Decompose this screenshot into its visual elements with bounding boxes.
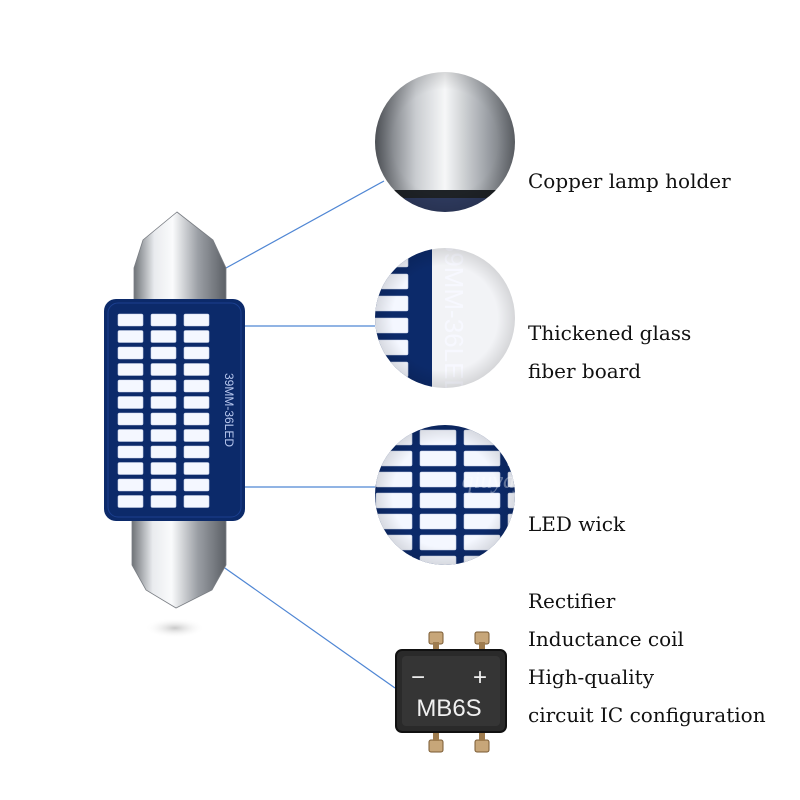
led-chip bbox=[117, 330, 144, 343]
led-chip bbox=[150, 495, 177, 508]
bottom-copper-cap bbox=[131, 519, 227, 609]
pcb-print: 39MM-36LED bbox=[222, 373, 236, 447]
led-chip bbox=[117, 478, 144, 492]
led-chip bbox=[183, 346, 210, 360]
led-chip bbox=[150, 363, 177, 376]
led-chip bbox=[183, 396, 210, 409]
led-chip bbox=[117, 412, 144, 426]
led-chip bbox=[183, 429, 210, 442]
led-chip bbox=[117, 445, 144, 459]
led-chip bbox=[375, 383, 409, 388]
led-chip bbox=[150, 396, 177, 409]
chip-plus: + bbox=[473, 664, 487, 691]
chip-name: MB6S bbox=[416, 695, 481, 722]
label-copper-lamp-holder: Copper lamp holder bbox=[528, 169, 731, 193]
led-chip bbox=[117, 379, 144, 393]
glass-fiber-board-closeup: 39MM-36LED bbox=[375, 248, 515, 388]
led-chip bbox=[183, 478, 210, 492]
led-chip bbox=[150, 379, 177, 393]
led-chip bbox=[150, 462, 177, 475]
led-chip bbox=[375, 555, 413, 565]
label-led-wick: LED wick bbox=[528, 512, 626, 536]
led-chip bbox=[150, 445, 177, 459]
copper-holder-closeup bbox=[375, 72, 515, 212]
chip-minus: − bbox=[411, 664, 425, 691]
led-chip bbox=[117, 313, 144, 327]
led-chip bbox=[150, 330, 177, 343]
led-chip bbox=[117, 429, 144, 442]
top-copper-cap bbox=[133, 211, 227, 303]
led-chip bbox=[150, 313, 177, 327]
bulb-shadow bbox=[145, 618, 205, 638]
led-chip bbox=[183, 495, 210, 508]
led-chip bbox=[183, 363, 210, 376]
bulb-led-array bbox=[117, 313, 210, 508]
led-chip bbox=[117, 495, 144, 508]
led-chip bbox=[117, 396, 144, 409]
led-chip bbox=[117, 346, 144, 360]
led-chip bbox=[117, 462, 144, 475]
label-glass-fiber-board: Thickened glass fiber board bbox=[528, 321, 692, 383]
led-chip bbox=[183, 445, 210, 459]
watermark: qiuyajing. bbox=[462, 468, 559, 494]
led-chip bbox=[183, 462, 210, 475]
led-chip bbox=[117, 363, 144, 376]
led-chip bbox=[150, 429, 177, 442]
led-chip bbox=[150, 412, 177, 426]
led-chip bbox=[507, 429, 515, 446]
led-chip bbox=[150, 478, 177, 492]
label-circuit-components: Rectifier Inductance coil High-quality c… bbox=[528, 589, 766, 727]
led-chip bbox=[183, 412, 210, 426]
festoon-led-bulb: 39MM-36LED bbox=[104, 211, 245, 638]
led-chip bbox=[183, 313, 210, 327]
led-chip bbox=[183, 379, 210, 393]
mb6s-rectifier-chip: − + MB6S bbox=[395, 631, 507, 753]
led-chip bbox=[183, 330, 210, 343]
led-chip bbox=[507, 555, 515, 565]
led-wick-closeup: qiuyajing. bbox=[375, 425, 559, 565]
led-chip bbox=[150, 346, 177, 360]
led-chip bbox=[507, 450, 515, 467]
